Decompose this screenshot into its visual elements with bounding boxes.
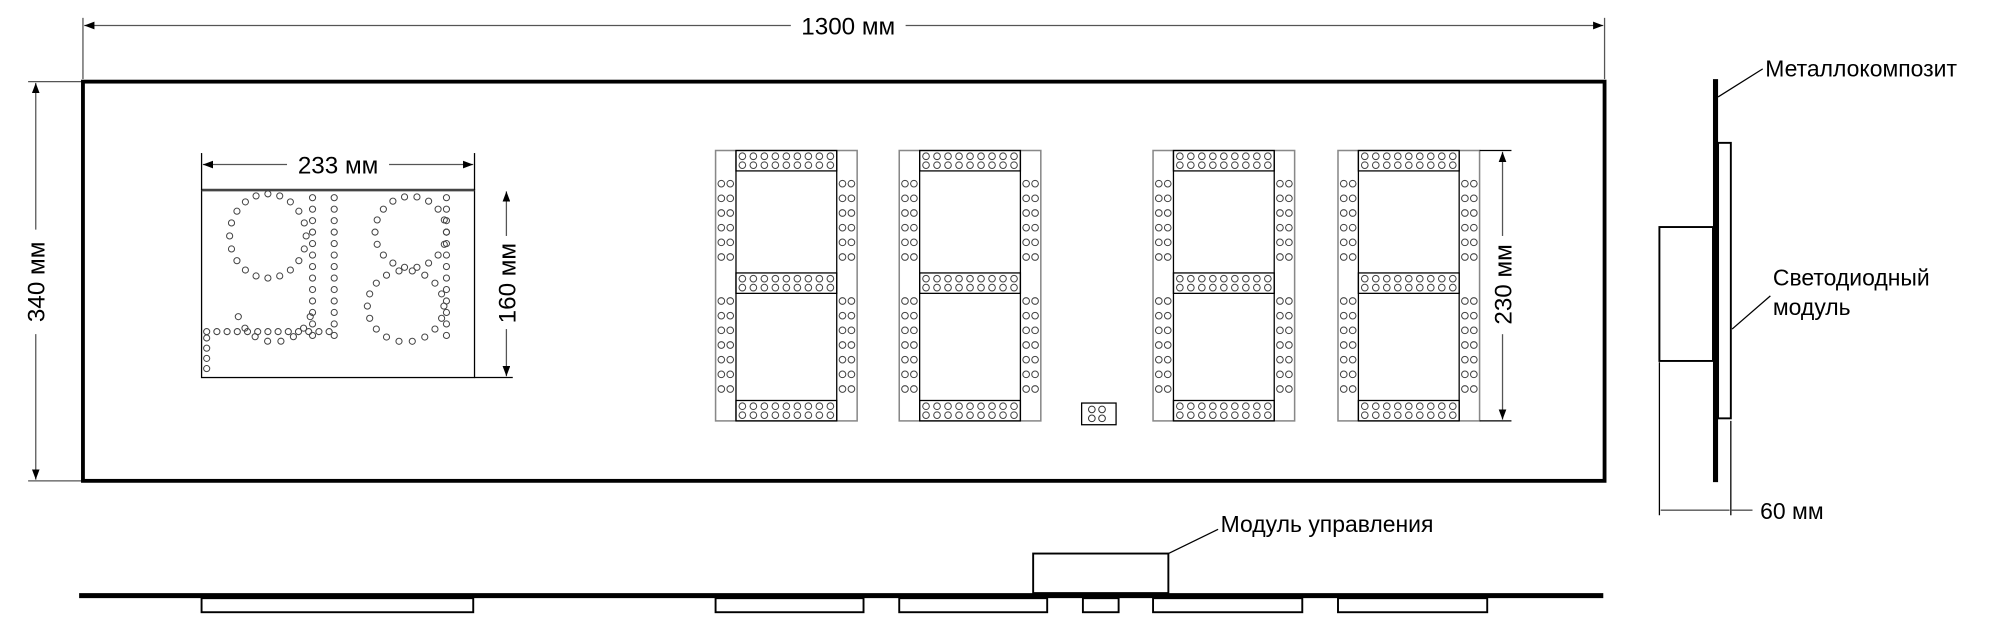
composite-label: Металлокомпозит	[1765, 56, 1957, 82]
width-dimension: 1300 мм	[82, 13, 1606, 80]
height-dimension: 340 мм	[24, 80, 82, 482]
fuel-height-label: 160 мм	[494, 243, 521, 323]
control-module	[1032, 552, 1170, 595]
digit-3	[1152, 149, 1296, 422]
sign-panel	[81, 79, 1607, 483]
bottom-view: Модуль управления	[79, 511, 1604, 614]
decimal-point	[1080, 402, 1117, 426]
side-view: Металлокомпозит Светодиодный модуль 60 м…	[1658, 56, 1957, 524]
height-label: 340 мм	[24, 242, 51, 322]
digit-height-dimension: 230 мм	[1479, 149, 1517, 422]
width-label: 1300 мм	[801, 13, 895, 40]
fuel-width-label: 233 мм	[298, 152, 378, 179]
depth-label: 60 мм	[1760, 498, 1823, 524]
digit-2	[898, 149, 1042, 422]
digit-4	[1337, 149, 1481, 422]
price-digits	[714, 149, 1481, 422]
led-module-label-2: модуль	[1773, 294, 1851, 320]
digit-height-label: 230 мм	[1490, 244, 1517, 324]
fuel-glyph-dots	[203, 190, 451, 373]
led-module-label-1: Светодиодный	[1773, 265, 1930, 291]
control-module-label: Модуль управления	[1221, 511, 1434, 537]
fuel-type-module: 233 мм 160 мм	[200, 152, 521, 379]
digit-1	[714, 149, 858, 422]
